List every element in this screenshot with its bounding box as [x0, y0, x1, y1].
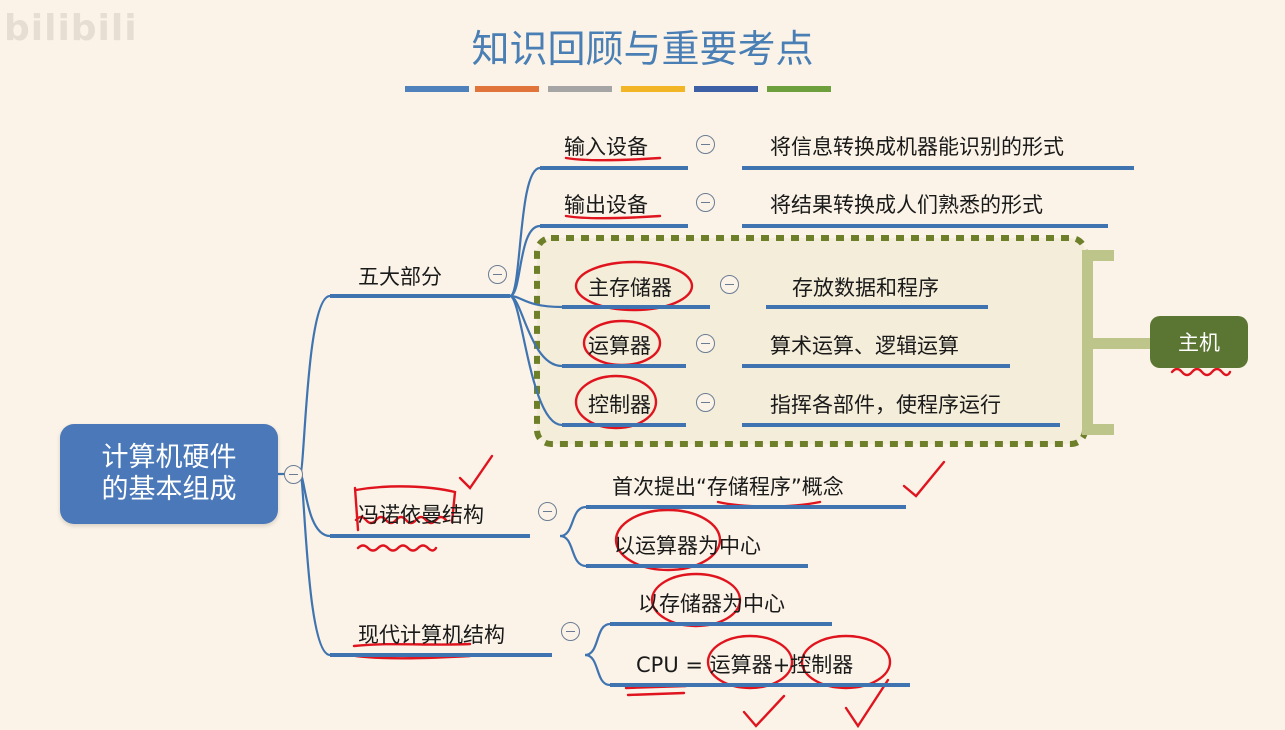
circle-cpu-alu	[706, 634, 794, 690]
main-memory-desc: 存放数据和程序	[792, 276, 939, 300]
modern-item-2: CPU = 运算器+控制器	[636, 653, 854, 677]
input-device-label[interactable]: 输入设备	[564, 135, 648, 159]
host-bracket-stem	[1093, 338, 1150, 349]
box-vonneumann	[353, 485, 457, 532]
vonneumann-item-2: 以运算器为中心	[614, 534, 761, 558]
alu-underline	[562, 364, 686, 368]
check-stored-program	[902, 460, 946, 498]
vonneumann-collapse-icon[interactable]	[538, 502, 557, 521]
host-node[interactable]: 主机	[1150, 316, 1248, 368]
connector-vn-to-item2	[559, 534, 587, 568]
alu-label[interactable]: 运算器	[588, 334, 651, 358]
modern-item-1: 以存储器为中心	[638, 592, 785, 616]
vonneumann-item-2-underline	[586, 564, 808, 568]
memory-collapse-icon[interactable]	[720, 275, 739, 294]
branch-five-collapse-icon[interactable]	[488, 265, 507, 284]
input-device-desc: 将信息转换成机器能识别的形式	[770, 135, 1064, 159]
underline-input	[564, 156, 662, 162]
host-label: 主机	[1178, 331, 1220, 355]
output-collapse-icon[interactable]	[696, 193, 715, 212]
memory-desc-underline	[766, 305, 988, 309]
branch-five-label[interactable]: 五大部分	[358, 265, 442, 289]
controller-desc: 指挥各部件，使程序运行	[770, 393, 1001, 417]
underline-output	[564, 214, 662, 220]
alu-collapse-icon[interactable]	[696, 334, 715, 353]
output-underline	[540, 224, 688, 228]
root-collapse-icon[interactable]	[284, 465, 303, 484]
output-desc-underline	[742, 224, 1108, 228]
connector-root-to-five	[298, 294, 331, 476]
circle-vn-alu	[614, 508, 722, 572]
root-line-1: 计算机硬件	[101, 442, 237, 473]
check-cpu-1	[742, 694, 786, 728]
title-strip-1	[405, 86, 469, 92]
controller-desc-underline	[742, 423, 1060, 427]
modern-underline	[330, 653, 552, 657]
vonneumann-item-1-underline	[586, 505, 906, 509]
circle-cpu-controller	[800, 634, 892, 690]
root-line-2: 的基本组成	[101, 474, 237, 505]
modern-label[interactable]: 现代计算机结构	[358, 623, 505, 647]
connector-five-to-input	[508, 166, 541, 298]
modern-item-1-underline	[610, 622, 832, 626]
circle-controller	[574, 374, 658, 430]
output-device-desc: 将结果转换成人们熟悉的形式	[770, 193, 1043, 217]
vonneumann-underline	[330, 534, 530, 538]
connector-five-to-controller	[509, 294, 563, 427]
underline-vonneumann-1	[354, 515, 448, 525]
vonneumann-label[interactable]: 冯诺依曼结构	[358, 503, 484, 527]
controller-underline	[562, 423, 686, 427]
title-strip-5	[694, 86, 758, 92]
input-collapse-icon[interactable]	[696, 135, 715, 154]
main-memory-label[interactable]: 主存储器	[588, 276, 672, 300]
host-bracket-top	[1082, 250, 1114, 261]
title-strip-4	[621, 86, 685, 92]
connector-root-to-modern	[298, 472, 331, 657]
underline-cpu	[624, 684, 688, 697]
page-title: 知识回顾与重要考点	[471, 27, 814, 71]
underline-host	[1170, 367, 1232, 377]
bilibili-watermark: bilibili	[4, 8, 138, 49]
connector-vn-to-item1	[559, 505, 587, 538]
modern-collapse-icon[interactable]	[561, 622, 580, 641]
host-bracket	[1082, 250, 1093, 435]
red-annotations	[352, 156, 1232, 729]
vonneumann-item-1: 首次提出“存储程序”概念	[612, 475, 844, 499]
branch-five-underline	[330, 294, 510, 298]
controller-label[interactable]: 控制器	[588, 393, 651, 417]
alu-desc: 算术运算、逻辑运算	[770, 334, 959, 358]
check-vonneumann	[458, 454, 494, 490]
connector-five-to-output	[509, 224, 541, 298]
root-node[interactable]: 计算机硬件 的基本组成	[60, 424, 278, 524]
check-cpu-2	[844, 678, 890, 729]
connector-modern-to-item1	[584, 622, 611, 657]
modern-item-2-underline	[610, 683, 910, 687]
input-underline	[540, 166, 688, 170]
controller-collapse-icon[interactable]	[696, 393, 715, 412]
underline-vonneumann-2	[356, 544, 438, 552]
memory-underline	[562, 305, 710, 309]
connector-modern-to-item2	[584, 653, 611, 687]
title-strip-6	[767, 86, 831, 92]
alu-desc-underline	[742, 364, 1010, 368]
title-strip-3	[548, 86, 612, 92]
input-desc-underline	[742, 166, 1134, 170]
circle-memory	[574, 260, 694, 312]
circle-modern-memory	[650, 572, 742, 628]
output-device-label[interactable]: 输出设备	[564, 193, 648, 217]
host-bracket-bottom	[1082, 424, 1114, 435]
title-strip-2	[475, 86, 539, 92]
